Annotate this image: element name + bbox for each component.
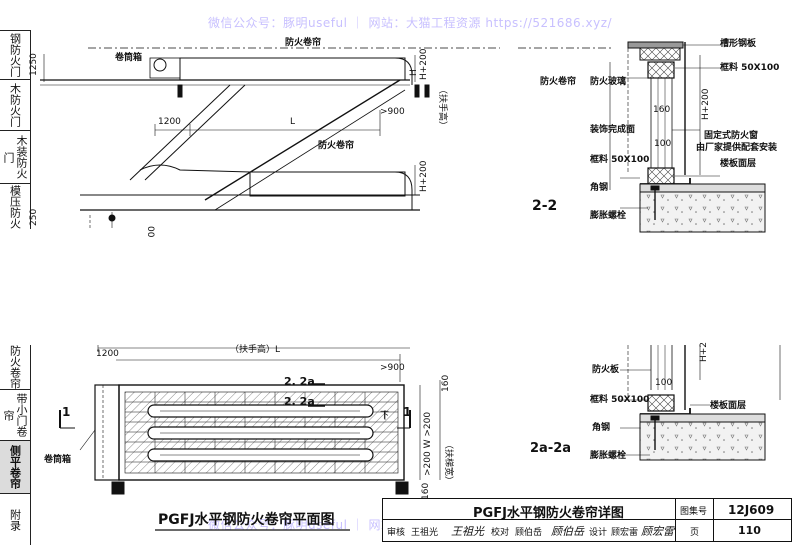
plan-view-drawing <box>59 345 441 495</box>
checker-signature: 顾伯岳 <box>551 525 584 538</box>
reviewer-name: 王祖光 <box>411 528 439 538</box>
dim-h200-top: H+200 <box>419 48 429 80</box>
label-supplier: 由厂家提供配套安装 <box>696 141 778 153</box>
sidebar-item-label: 钢防火门 <box>8 33 22 77</box>
elevation-labels: 卷筒箱 防火卷帘 防火卷帘 1250 250 1200 L >900 H+200… <box>29 36 449 238</box>
dim-1250: 1250 <box>29 53 39 76</box>
reviewer-signature: 王祖光 <box>451 525 484 538</box>
dim-160: 160 <box>653 105 670 115</box>
section-title-2-2: 2-2 <box>532 198 557 214</box>
section-2-2-drawing <box>518 41 766 233</box>
dim-h2: H+2 <box>699 342 709 362</box>
label-roll-box: 卷筒箱 <box>114 51 142 63</box>
sidebar-item-label: 木防火门 <box>8 83 22 127</box>
label-floor-2a: 楼板面层 <box>710 399 746 411</box>
dim-100-2a: 100 <box>655 378 672 388</box>
label-frame-top: 框料 50X100 <box>720 61 779 73</box>
dim-250: 250 <box>29 209 39 226</box>
sidebar-item-label: 附录 <box>8 508 22 531</box>
sidebar-item-molded-door[interactable]: 模压防火 <box>0 184 30 229</box>
page-label: 页 <box>690 528 700 538</box>
label-bolt-2a: 膨胀螺栓 <box>589 449 626 461</box>
sidebar-item-label: 模压防火 <box>8 184 22 229</box>
designer-name: 顾宏雷 <box>611 528 639 538</box>
plan-dim-w: >200 W >200 <box>423 412 433 476</box>
label-angle-2a: 角钢 <box>592 421 610 433</box>
sidebar-item-fire-shutter[interactable]: 防火卷帘 <box>0 345 30 390</box>
dim-h200-mid: H+200 <box>419 160 429 192</box>
cut-label-1-right: 1 <box>403 405 411 419</box>
label-fixed-window: 固定式防火窗 <box>704 129 758 141</box>
plan-arrow-down: 下 <box>380 411 389 421</box>
plan-label-roll-box: 卷筒箱 <box>43 453 71 465</box>
checker-name: 顾伯岳 <box>515 528 543 538</box>
label-shutter-top: 防火卷帘 <box>285 36 321 48</box>
check-label: 校对 <box>491 528 510 538</box>
dim-h: H <box>409 69 419 76</box>
label-trough-plate: 槽形钢板 <box>720 37 757 49</box>
cut-label-1-left: 1 <box>62 405 70 419</box>
label-fire-board: 防火板 <box>592 363 620 375</box>
label-finish-face: 装饰完成面 <box>589 123 635 135</box>
sidebar-top: 钢防火门 木防火门 木装防火门 模压防火 <box>0 30 31 229</box>
section-2a-drawing <box>620 345 781 461</box>
plan-view-labels: 1200 （扶手高）L >900 2. 2a 2. 2a 1 1 卷筒箱 160… <box>43 343 455 528</box>
label-fire-shutter: 防火卷帘 <box>540 75 576 87</box>
plan-dim-1200: 1200 <box>96 349 119 359</box>
escalator-elevation <box>40 47 500 228</box>
label-floor-layer: 楼板面层 <box>720 157 756 169</box>
sidebar-item-appendix[interactable]: 附录 <box>0 494 30 545</box>
cut-label-2a-lower: 2. 2a <box>284 395 315 408</box>
sidebar-item-side-flat-shutter[interactable]: 侧平卷帘 <box>0 441 30 494</box>
label-angle-steel: 角钢 <box>590 181 608 193</box>
design-label: 设计 <box>589 528 608 538</box>
sidebar-item-wood-clad-door[interactable]: 木装防火门 <box>0 131 30 184</box>
plan-dim-top: （扶手高）L <box>230 343 280 355</box>
handrail-height: （扶手高） <box>437 85 449 130</box>
dim-1200: 1200 <box>158 117 181 127</box>
roll-box-symbol <box>153 58 167 72</box>
plan-dim-160-right: 160 <box>421 483 431 500</box>
section-2-2-labels: 槽形钢板 框料 50X100 防火卷帘 防火玻璃 装饰完成面 框料 50X100… <box>532 37 779 221</box>
atlas-number: 12J609 <box>728 503 775 517</box>
dim-h200-section: H+200 <box>701 88 711 120</box>
sidebar-item-label: 防火卷帘 <box>8 345 22 389</box>
section-2a-labels: 防火板 框料 50X100 楼板面层 角钢 膨胀螺栓 H+2 100 2a-2a <box>530 342 746 461</box>
watermark-top: 微信公众号：豚明useful ｜ 网站：大猫工程资源 https://52168… <box>208 16 613 30</box>
label-frame-mid: 框料 50X100 <box>590 153 649 165</box>
dim-0: 00 <box>145 226 155 238</box>
sidebar-bottom: 防火卷帘 带小门卷帘 侧平卷帘 附录 <box>0 345 31 545</box>
label-expansion-bolt: 膨胀螺栓 <box>589 209 626 221</box>
plan-title: PGFJ水平钢防火卷帘平面图 <box>158 511 335 528</box>
sidebar-item-label: 带小门卷帘 <box>2 393 28 437</box>
sidebar-item-label: 侧平卷帘 <box>8 445 22 489</box>
section-title-2a: 2a-2a <box>530 441 571 456</box>
dim-L: L <box>290 117 295 127</box>
review-label: 审核 <box>387 528 406 538</box>
cut-label-2a-upper: 2. 2a <box>284 375 315 388</box>
plan-dim-w-note: （扶梯宽） <box>443 440 455 485</box>
label-shutter-mid: 防火卷帘 <box>318 139 354 151</box>
designer-signature: 顾宏雷 <box>641 525 674 538</box>
plan-dim-160: 160 <box>441 375 451 392</box>
page-number: 110 <box>738 524 761 537</box>
title-block: PGFJ水平钢防火卷帘详图 图集号 12J609 审核 王祖光 王祖光 校对 顾… <box>382 498 792 542</box>
dim-100: 100 <box>654 139 671 149</box>
plan-dim-900: >900 <box>380 363 405 373</box>
drawing-title: PGFJ水平钢防火卷帘详图 <box>473 506 624 521</box>
label-frame-2a: 框料 50X100 <box>590 393 649 405</box>
sidebar-item-wood-door[interactable]: 木防火门 <box>0 80 30 131</box>
atlas-label: 图集号 <box>680 507 708 517</box>
label-fire-glass: 防火玻璃 <box>590 75 626 87</box>
sidebar-item-steel-door[interactable]: 钢防火门 <box>0 31 30 80</box>
sidebar-item-label: 木装防火门 <box>2 135 28 179</box>
dim-900: >900 <box>380 107 405 117</box>
sidebar-item-shutter-with-door[interactable]: 带小门卷帘 <box>0 390 30 441</box>
